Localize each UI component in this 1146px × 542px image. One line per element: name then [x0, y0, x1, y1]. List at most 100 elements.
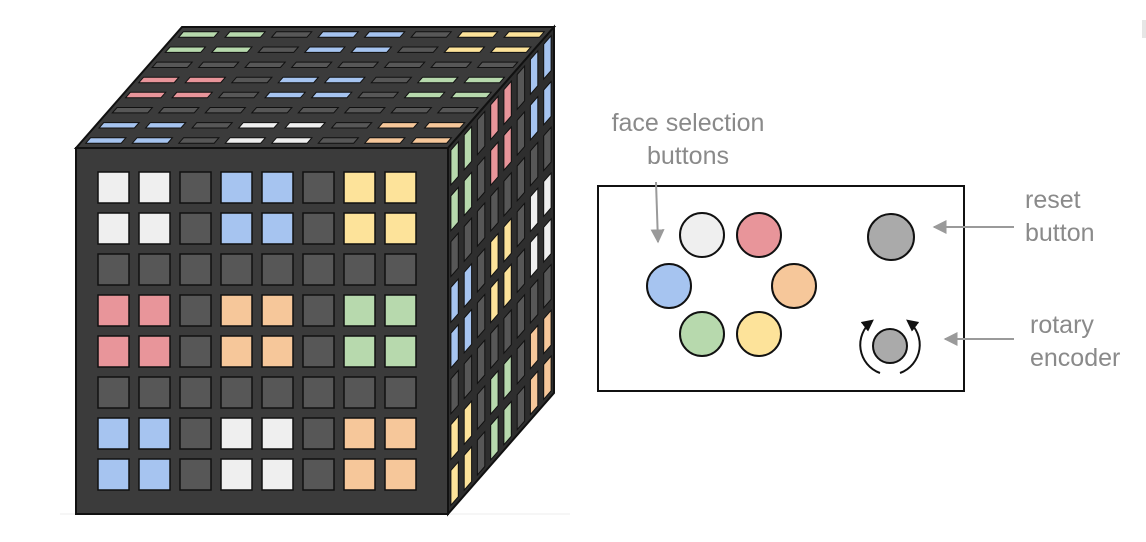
side-led-r8-c7: [529, 369, 539, 416]
front-led-r3-c8: [384, 253, 417, 286]
yellow-face-button[interactable]: [736, 311, 782, 357]
front-led-r6-c7: [343, 376, 376, 409]
side-led-r4-c7: [529, 186, 539, 233]
side-led-r4-c8: [543, 171, 552, 218]
front-led-r7-c6: [302, 417, 335, 450]
top-led-r2-c3: [257, 46, 300, 53]
front-led-r7-c3: [179, 417, 212, 450]
front-led-r4-c2: [138, 294, 171, 327]
front-led-r1-c8: [384, 171, 417, 204]
side-led-r7-c6: [516, 339, 526, 386]
top-led-r6-c7: [390, 107, 433, 114]
red-face-button[interactable]: [736, 212, 782, 258]
reset-button[interactable]: [867, 213, 915, 261]
top-led-r3-c7: [430, 61, 473, 68]
top-led-r1-c5: [363, 31, 406, 38]
top-led-r8-c8: [410, 137, 453, 144]
top-led-r3-c4: [290, 61, 333, 68]
front-led-r8-c8: [384, 458, 417, 491]
top-led-r3-c8: [476, 61, 519, 68]
white-face-button[interactable]: [679, 212, 725, 258]
top-led-r2-c2: [210, 46, 253, 53]
blue-face-button[interactable]: [646, 263, 692, 309]
led-cube: [73, 24, 557, 517]
orange-face-button[interactable]: [771, 263, 817, 309]
side-led-r7-c7: [529, 324, 539, 371]
green-face-button[interactable]: [679, 311, 725, 357]
face-selection-label-line2: buttons: [647, 142, 729, 170]
side-led-r3-c8: [543, 125, 552, 172]
rotary-encoder[interactable]: [859, 319, 921, 374]
side-led-r1-c4: [490, 94, 499, 141]
top-led-r3-c3: [244, 61, 287, 68]
front-led-r3-c3: [179, 253, 212, 286]
top-led-r3-c6: [383, 61, 426, 68]
side-led-r3-c5: [503, 171, 512, 218]
front-led-r7-c7: [343, 417, 376, 450]
front-led-r5-c2: [138, 335, 171, 368]
top-led-r6-c6: [343, 107, 386, 114]
front-led-r8-c3: [179, 458, 212, 491]
side-led-r1-c7: [529, 49, 539, 96]
front-led-r4-c4: [220, 294, 253, 327]
front-led-r6-c3: [179, 376, 212, 409]
top-led-r7-c7: [377, 122, 420, 129]
top-led-r4-c5: [323, 76, 366, 84]
side-led-r3-c1: [450, 231, 459, 278]
top-led-r5-c1: [124, 91, 167, 99]
front-led-r6-c2: [138, 376, 171, 409]
front-led-r6-c8: [384, 376, 417, 409]
side-led-r5-c1: [450, 323, 459, 370]
side-led-r7-c8: [543, 308, 552, 355]
control-panel: [597, 185, 965, 392]
front-led-r5-c7: [343, 335, 376, 368]
side-led-r3-c7: [529, 141, 539, 188]
top-led-r4-c6: [370, 76, 413, 84]
side-led-r2-c6: [516, 110, 526, 157]
front-led-r4-c1: [97, 294, 130, 327]
top-led-r8-c6: [317, 137, 360, 144]
front-led-r7-c4: [220, 417, 253, 450]
side-led-r4-c1: [450, 277, 459, 324]
side-led-r3-c4: [490, 186, 499, 233]
rotate-left-arrow-icon: [859, 319, 881, 374]
side-led-r2-c5: [503, 125, 512, 172]
front-led-r4-c3: [179, 294, 212, 327]
top-led-r3-c5: [337, 61, 380, 68]
front-led-r3-c2: [138, 253, 171, 286]
side-led-r2-c1: [450, 186, 459, 233]
front-led-r3-c7: [343, 253, 376, 286]
front-led-r7-c1: [97, 417, 130, 450]
front-led-r2-c2: [138, 212, 171, 245]
side-led-r3-c3: [476, 201, 486, 248]
front-led-r8-c1: [97, 458, 130, 491]
front-led-r1-c4: [220, 171, 253, 204]
front-led-r1-c7: [343, 171, 376, 204]
top-led-r5-c7: [403, 91, 446, 99]
side-led-r8-c8: [543, 354, 552, 401]
side-led-r5-c2: [463, 308, 473, 355]
side-led-r6-c3: [476, 338, 486, 385]
front-led-r8-c6: [302, 458, 335, 491]
side-led-r1-c2: [463, 125, 473, 172]
top-led-r7-c1: [98, 122, 141, 129]
top-led-r5-c6: [357, 91, 400, 99]
rotary-label-line2: encoder: [1030, 344, 1120, 372]
side-led-r2-c2: [463, 170, 473, 217]
side-led-r7-c5: [503, 354, 512, 401]
front-led-r4-c6: [302, 294, 335, 327]
top-led-r8-c4: [224, 137, 267, 144]
edge-marker: [1142, 20, 1146, 38]
encoder-knob[interactable]: [872, 328, 908, 364]
top-led-r7-c8: [423, 122, 466, 129]
front-led-r2-c4: [220, 212, 253, 245]
top-led-r4-c7: [416, 76, 459, 84]
side-led-r8-c4: [490, 415, 499, 462]
side-led-r8-c1: [450, 460, 459, 507]
front-led-r7-c8: [384, 417, 417, 450]
front-led-r3-c6: [302, 253, 335, 286]
front-led-r2-c6: [302, 212, 335, 245]
side-led-r6-c5: [503, 308, 512, 355]
side-led-r4-c3: [476, 247, 486, 294]
